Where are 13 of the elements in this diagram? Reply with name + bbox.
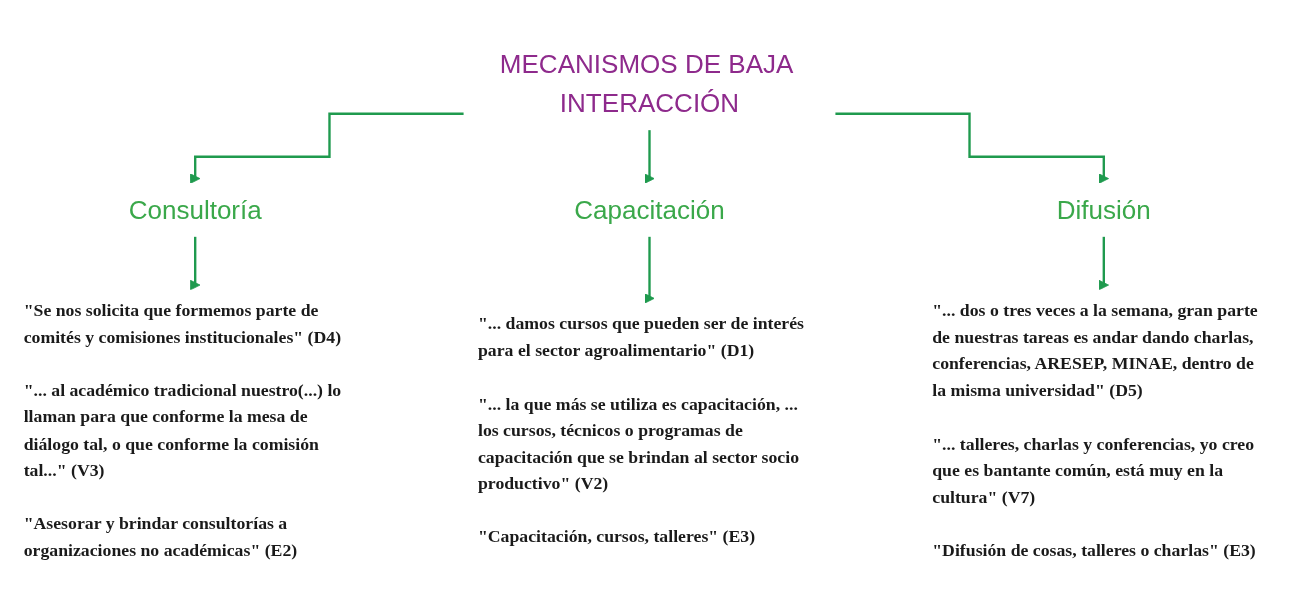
- arrow: [190, 235, 201, 291]
- node-text: Capacitación: [574, 195, 725, 225]
- arrow: [1098, 235, 1109, 291]
- arrow: [644, 128, 655, 184]
- node-text: Difusión: [1056, 195, 1151, 225]
- arrow: [644, 235, 655, 304]
- node-text: MECANISMOS DE BAJA INTERACCIÓN: [499, 49, 792, 119]
- node-text: "... dos o tres veces a la semana, gran parte de nuestras tareas es andar dando charlas, conferencias, ARESEP, MINAE, dentro de la misma universidad" (D5) "... talleres, charlas y conferencias, yo creo que es bantante común, está muy en la cultura" (V7) "Difusión de cosas, talleres o charlas" (E3): [932, 300, 1258, 559]
- node-text: "... damos cursos que pueden ser de interés para el sector agroalimentario" (D1) "... la que más se utiliza es capacitación, ... los cursos, técnicos o programas de capacitación que se brindan al sector socio productivo" (V2) "Capacitación, cursos, talleres" (E3): [477, 313, 804, 546]
- arrow: [835, 112, 1109, 184]
- arrow: [190, 112, 464, 184]
- node-text: Consultoría: [128, 195, 262, 225]
- node-text: "Se nos solicita que formemos parte de comités y comisiones institucionales" (D4) "... al académico tradicional nuestro(...) lo llaman para que conforme la mesa de diálogo tal, o que conforme la comisión tal..." (V3) "Asesorar y brindar consultorías a organizaciones no académicas" (E2): [23, 300, 342, 559]
